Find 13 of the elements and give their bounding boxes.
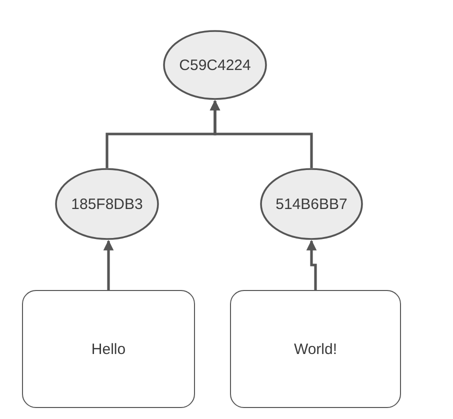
data-block-box	[22, 290, 195, 408]
block-label: Hello	[91, 340, 126, 358]
hash-ellipse	[260, 168, 363, 240]
hash-ellipse	[55, 168, 159, 240]
arrow	[306, 240, 317, 290]
hash-ellipse	[163, 30, 267, 100]
hash-label: 514B6BB7	[276, 196, 348, 212]
data-block-box	[230, 290, 401, 408]
hash-label: 185F8DB3	[71, 196, 143, 212]
block-label: World!	[294, 340, 338, 358]
hash-label: C59C4224	[179, 56, 251, 74]
arrow	[210, 100, 313, 168]
arrow	[103, 240, 114, 290]
